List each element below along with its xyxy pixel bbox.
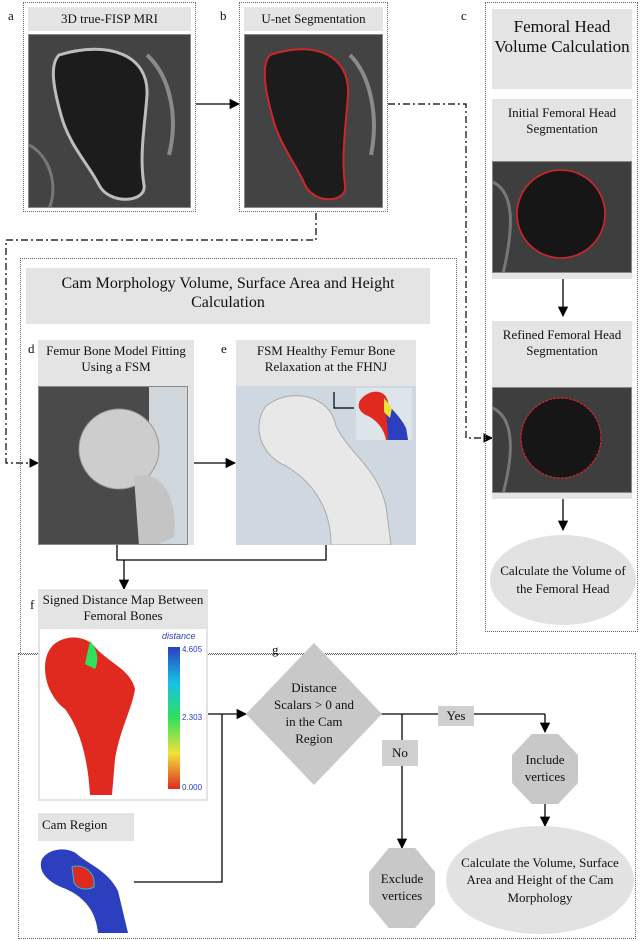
femoral-head-volume-ellipse: Calculate the Volume of the Femoral Head xyxy=(490,535,636,625)
panel-letter-a: a xyxy=(8,8,14,23)
legend-title: distance xyxy=(162,631,196,641)
decision-diamond: Distance Scalars > 0 and in the Cam Regi… xyxy=(246,643,382,785)
panel-d-title: Femur Bone Model Fitting Using a FSM xyxy=(46,343,186,374)
panel-f: Signed Distance Map Between Femoral Bone… xyxy=(38,589,208,801)
legend-max: 4.605 xyxy=(182,645,203,654)
exclude-vertices-octagon: Exclude vertices xyxy=(369,848,435,928)
panel-e-title: FSM Healthy Femur Bone Relaxation at the… xyxy=(256,343,396,374)
panel-b: U-net Segmentation xyxy=(239,2,388,212)
segmentation-image xyxy=(244,34,383,208)
panel-d: Femur Bone Model Fitting Using a FSM xyxy=(38,340,194,545)
cam-region-image xyxy=(38,841,134,933)
relaxation-inset xyxy=(356,388,412,440)
panel-letter-e: e xyxy=(221,341,227,356)
exclude-vertices-text: Exclude vertices xyxy=(380,871,424,903)
panel-c-title: Femoral Head Volume Calculation xyxy=(492,9,632,89)
arrow-de-to-f xyxy=(116,545,327,561)
panel-letter-c: c xyxy=(461,8,467,23)
arrow-b-to-d xyxy=(5,213,317,468)
legend-min: 0.000 xyxy=(182,783,203,792)
panel-e: FSM Healthy Femur Bone Relaxation at the… xyxy=(236,340,416,545)
panel-letter-b: b xyxy=(220,8,227,23)
panel-c: Femoral Head Volume Calculation Initial … xyxy=(485,2,638,632)
distance-map-image: distance 4.605 2.303 0.000 xyxy=(40,629,206,799)
panel-a-title: 3D true-FISP MRI xyxy=(28,7,191,31)
cam-morphology-panel-lower xyxy=(18,653,636,939)
legend-mid: 2.303 xyxy=(182,713,203,722)
initial-segmentation-label: Initial Femoral Head Segmentation xyxy=(507,105,617,136)
initial-segmentation-image xyxy=(492,161,632,273)
arrow-camregion-to-g xyxy=(134,714,223,883)
initial-segmentation-box: Initial Femoral Head Segmentation xyxy=(492,99,632,279)
panel-b-title: U-net Segmentation xyxy=(244,7,383,31)
yes-label: Yes xyxy=(438,706,474,726)
include-vertices-text: Include vertices xyxy=(524,752,566,784)
panel-a: 3D true-FISP MRI xyxy=(23,2,196,212)
arrow-b-to-c xyxy=(388,103,493,443)
panel-f-title: Signed Distance Map Between Femoral Bone… xyxy=(42,592,204,623)
refined-segmentation-image xyxy=(492,387,632,493)
cam-morphology-panel xyxy=(20,258,457,655)
panel-letter-d: d xyxy=(28,341,35,356)
mri-image xyxy=(28,34,191,208)
cam-calculation-ellipse: Calculate the Volume, Surface Area and H… xyxy=(446,826,634,934)
panel-letter-f: f xyxy=(30,597,35,612)
cam-morphology-title: Cam Morphology Volume, Surface Area and … xyxy=(26,268,430,324)
cam-region-title: Cam Region xyxy=(42,817,108,832)
refined-segmentation-box: Refined Femoral Head Segmentation xyxy=(492,321,632,499)
cam-region-panel: Cam Region xyxy=(38,813,134,933)
include-vertices-octagon: Include vertices xyxy=(512,734,578,804)
fsm-fit-image xyxy=(38,386,188,545)
no-label: No xyxy=(382,740,418,766)
refined-segmentation-label: Refined Femoral Head Segmentation xyxy=(502,327,622,358)
panel-letter-g: g xyxy=(272,642,279,657)
decision-text: Distance Scalars > 0 and in the Cam Regi… xyxy=(274,680,354,746)
